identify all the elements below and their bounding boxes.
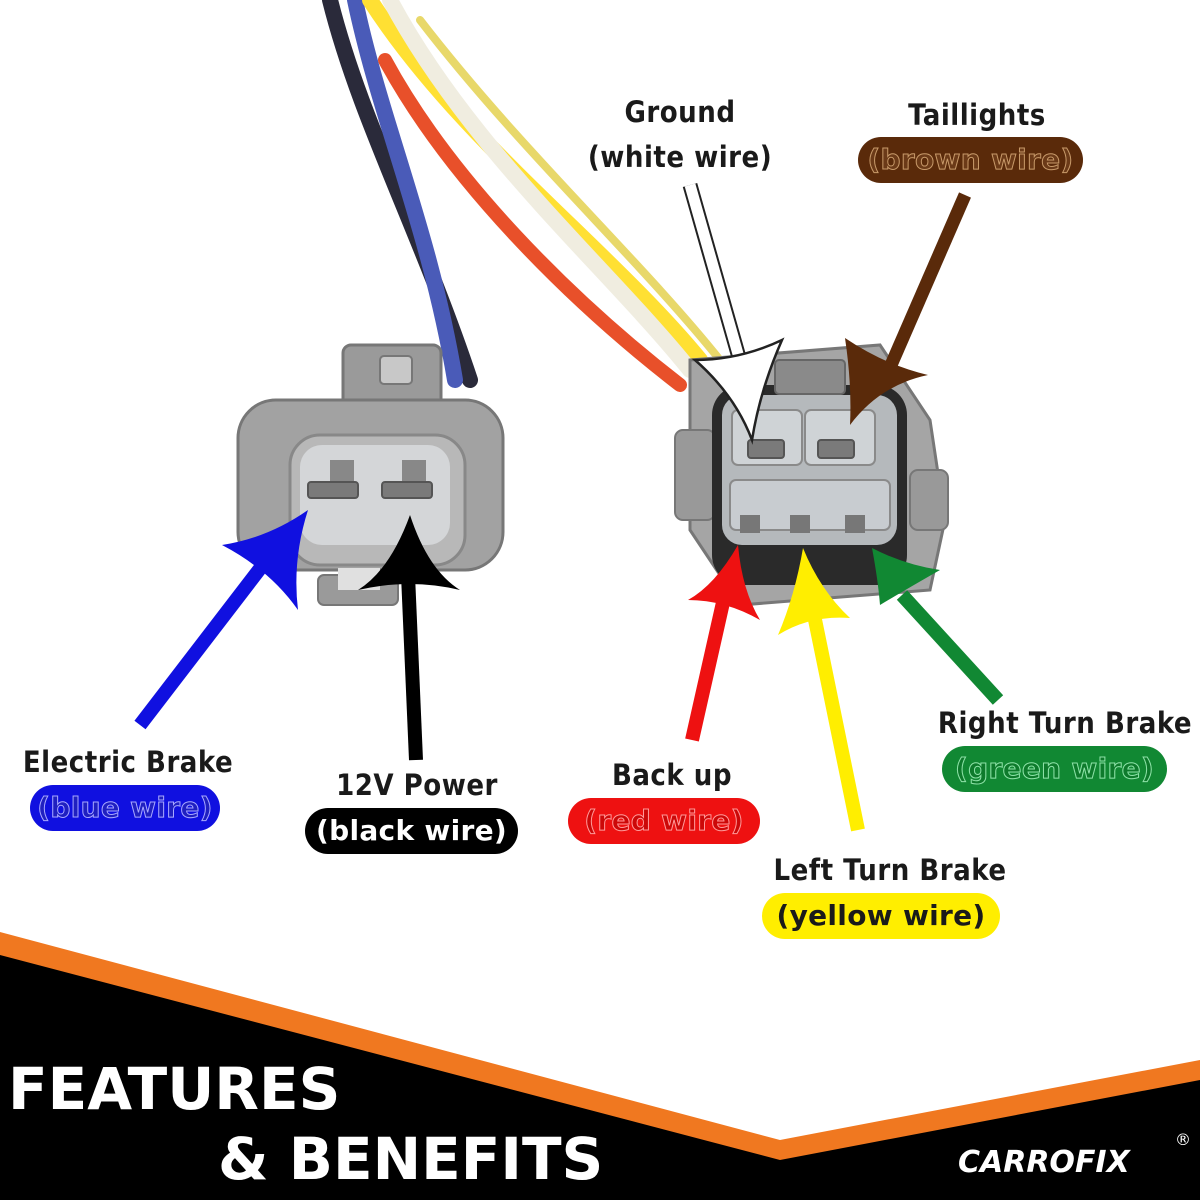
footer-band bbox=[0, 932, 1200, 1200]
arrow-right-turn-green bbox=[872, 548, 1004, 705]
arrow-backup-red bbox=[685, 545, 760, 742]
wire-white bbox=[382, 0, 698, 378]
right-turn-wire-pill: (green wire) bbox=[942, 746, 1167, 792]
electric-brake-label: Electric Brake bbox=[22, 745, 234, 779]
power-wire-pill: (black wire) bbox=[305, 808, 518, 854]
benefits-heading: & BENEFITS bbox=[218, 1125, 604, 1193]
taillights-wire-pill: (brown wire) bbox=[858, 137, 1083, 183]
arrow-left-turn-yellow bbox=[778, 548, 865, 832]
registered-mark: ® bbox=[1175, 1130, 1191, 1149]
ground-wire-label: (white wire) bbox=[587, 140, 773, 174]
wire-yellow-2 bbox=[416, 16, 724, 364]
brand-logo: CARROFIX bbox=[958, 1145, 1130, 1180]
arrow-ground-white bbox=[682, 182, 785, 445]
ground-label: Ground bbox=[624, 95, 736, 129]
five-pin-connector bbox=[674, 343, 949, 607]
wire-bundle bbox=[322, 0, 724, 392]
backup-label: Back up bbox=[611, 758, 733, 792]
arrow-power-black bbox=[358, 515, 460, 761]
pin-terminal-black bbox=[381, 460, 433, 499]
backup-wire-pill: (red wire) bbox=[568, 798, 760, 844]
power-label: 12V Power bbox=[336, 768, 498, 802]
two-pin-connector bbox=[236, 343, 505, 606]
right-turn-label: Right Turn Brake bbox=[937, 706, 1193, 740]
wire-red bbox=[378, 53, 687, 392]
pin-terminal-blue bbox=[307, 460, 359, 499]
arrow-electric-brake-blue bbox=[134, 510, 308, 730]
left-turn-wire-pill: (yellow wire) bbox=[762, 893, 1000, 939]
electric-brake-wire-pill: (blue wire) bbox=[30, 785, 220, 831]
arrow-taillights-brown bbox=[845, 192, 971, 425]
left-turn-label: Left Turn Brake bbox=[773, 853, 1007, 887]
wire-blue bbox=[347, 0, 463, 388]
features-heading: FEATURES bbox=[8, 1055, 341, 1123]
taillights-label: Taillights bbox=[908, 98, 1046, 132]
